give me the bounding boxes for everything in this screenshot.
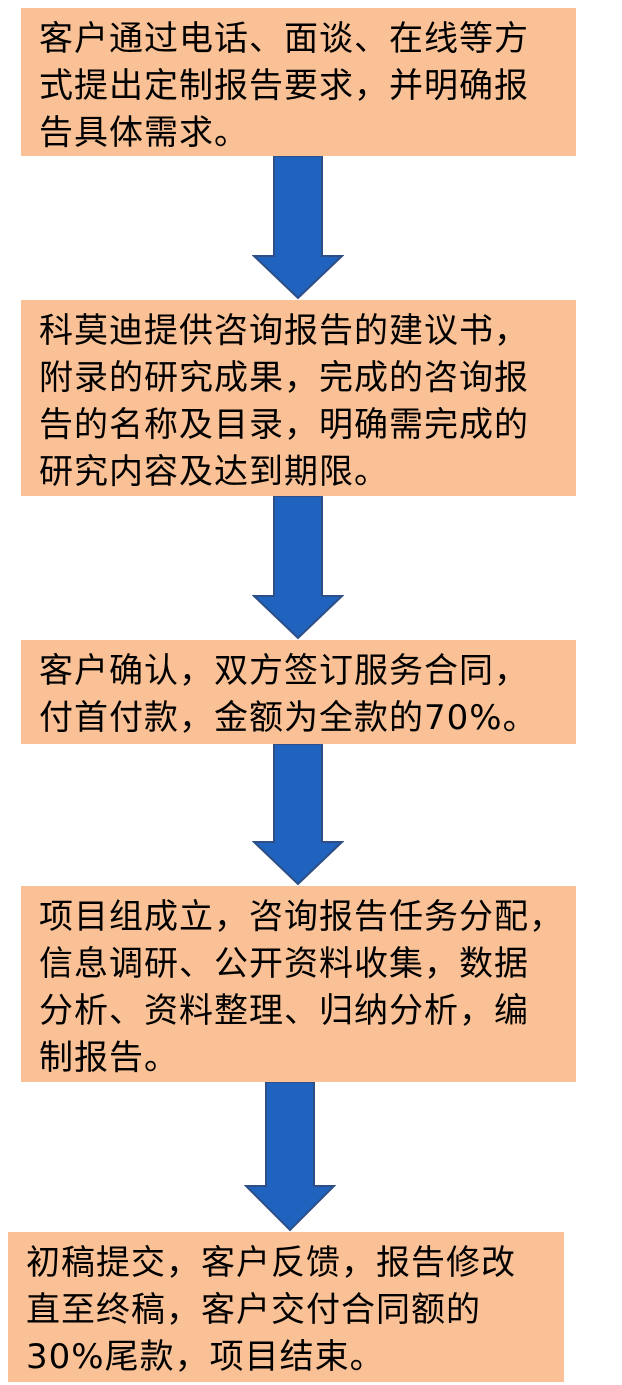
step-box-3: 客户确认，双方签订服务合同， 付首付款，金额为全款的70%。	[21, 640, 576, 744]
step-3-line-1: 客户确认，双方签订服务合同，	[39, 651, 529, 691]
step-3-line-2: 付首付款，金额为全款的70%。	[39, 698, 538, 738]
step-5-line-3: 30%尾款，项目结束。	[26, 1337, 385, 1377]
step-4-line-1: 项目组成立，咨询报告任务分配，	[39, 897, 564, 937]
step-4-line-4: 制报告。	[39, 1038, 179, 1078]
step-1-line-2: 式提出定制报告要求，并明确报	[39, 66, 529, 106]
step-5-line-1: 初稿提交，客户反馈，报告修改	[26, 1243, 516, 1283]
step-1-line-1: 客户通过电话、面谈、在线等方	[39, 19, 529, 59]
step-2-line-4: 研究内容及达到期限。	[39, 452, 389, 492]
down-arrow-icon	[244, 1082, 336, 1232]
step-2-line-2: 附录的研究成果，完成的咨询报	[39, 358, 529, 398]
down-arrow-icon	[252, 744, 344, 886]
step-box-1: 客户通过电话、面谈、在线等方 式提出定制报告要求，并明确报 告具体需求。	[21, 8, 576, 156]
step-box-2: 科莫迪提供咨询报告的建议书， 附录的研究成果，完成的咨询报 告的名称及目录，明确…	[21, 300, 576, 496]
down-arrow-icon	[252, 496, 344, 640]
step-box-4: 项目组成立，咨询报告任务分配， 信息调研、公开资料收集，数据 分析、资料整理、归…	[21, 886, 576, 1082]
step-4-line-3: 分析、资料整理、归纳分析，编	[39, 991, 529, 1031]
step-1-line-3: 告具体需求。	[39, 113, 249, 153]
down-arrow-icon	[252, 156, 344, 300]
step-box-5: 初稿提交，客户反馈，报告修改 直至终稿，客户交付合同额的 30%尾款，项目结束。	[8, 1232, 564, 1382]
step-4-line-2: 信息调研、公开资料收集，数据	[39, 944, 529, 984]
step-2-line-3: 告的名称及目录，明确需完成的	[39, 405, 529, 445]
step-5-line-2: 直至终稿，客户交付合同额的	[26, 1290, 481, 1330]
step-2-line-1: 科莫迪提供咨询报告的建议书，	[39, 311, 529, 351]
